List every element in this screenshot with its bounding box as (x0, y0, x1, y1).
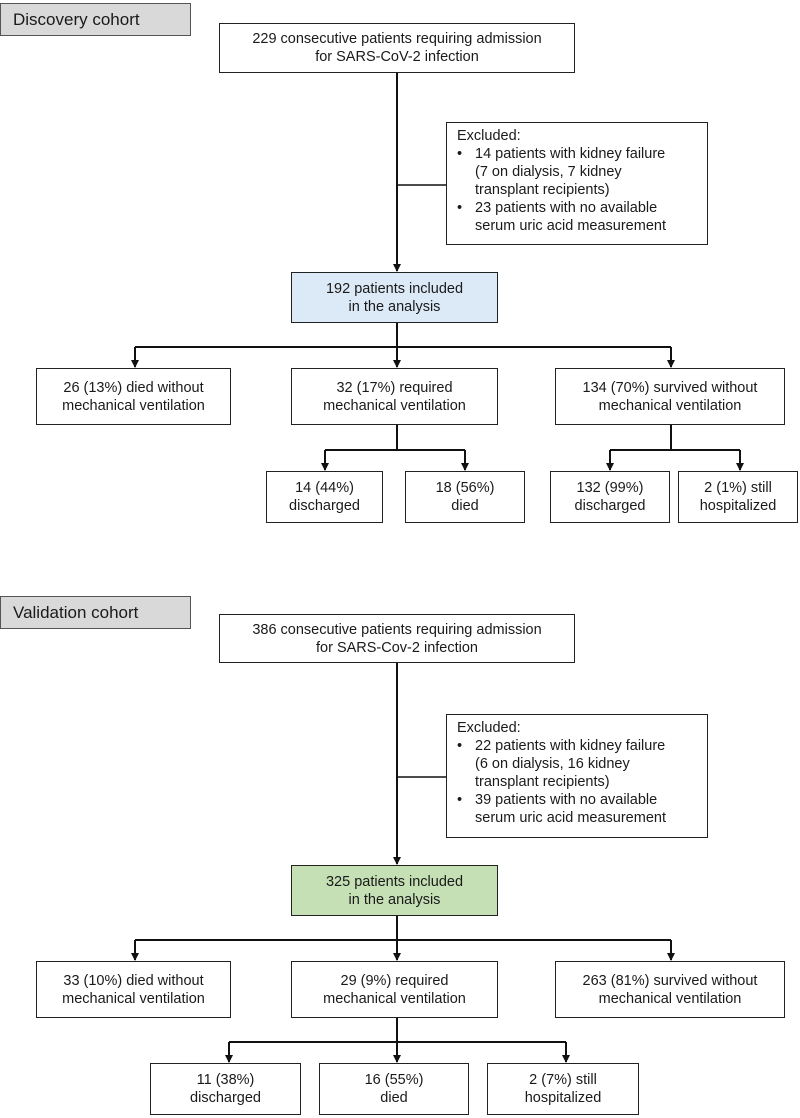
validation-mv-died-box: 16 (55%) died (319, 1063, 469, 1115)
validation-mv-hospitalized-box: 2 (7%) still hospitalized (487, 1063, 639, 1115)
validation-admitted-box: 386 consecutive patients requiring admis… (219, 614, 575, 663)
validation-included-box: 325 patients included in the analysis (291, 865, 498, 916)
excluded-item-kidney-failure: 22 patients with kidney failure (6 on di… (457, 737, 699, 791)
validation-survived-no-mv-box: 263 (81%) survived without mechanical ve… (555, 961, 785, 1018)
validation-required-mv-box: 29 (9%) required mechanical ventilation (291, 961, 498, 1018)
excluded-item-no-uric-acid: 39 patients with no available serum uric… (457, 791, 699, 827)
discovery-survived-no-mv-box: 134 (70%) survived without mechanical ve… (555, 368, 785, 425)
validation-mv-discharged-box: 11 (38%) discharged (150, 1063, 301, 1115)
validation-excluded-box: Excluded: 22 patients with kidney failur… (446, 714, 708, 838)
excluded-item-no-uric-acid: 23 patients with no available serum uric… (457, 199, 699, 235)
discovery-mv-died-box: 18 (56%) died (405, 471, 525, 523)
discovery-admitted-box: 229 consecutive patients requiring admis… (219, 23, 575, 73)
validation-died-no-mv-box: 33 (10%) died without mechanical ventila… (36, 961, 231, 1018)
discovery-mv-discharged-box: 14 (44%) discharged (266, 471, 383, 523)
validation-cohort-label: Validation cohort (0, 596, 191, 629)
discovery-died-no-mv-box: 26 (13%) died without mechanical ventila… (36, 368, 231, 425)
discovery-required-mv-box: 32 (17%) required mechanical ventilation (291, 368, 498, 425)
discovery-cohort-label: Discovery cohort (0, 3, 191, 36)
discovery-excluded-box: Excluded: 14 patients with kidney failur… (446, 122, 708, 245)
discovery-surv-hospitalized-box: 2 (1%) still hospitalized (678, 471, 798, 523)
discovery-surv-discharged-box: 132 (99%) discharged (550, 471, 670, 523)
excluded-item-kidney-failure: 14 patients with kidney failure (7 on di… (457, 145, 699, 199)
discovery-included-box: 192 patients included in the analysis (291, 272, 498, 323)
